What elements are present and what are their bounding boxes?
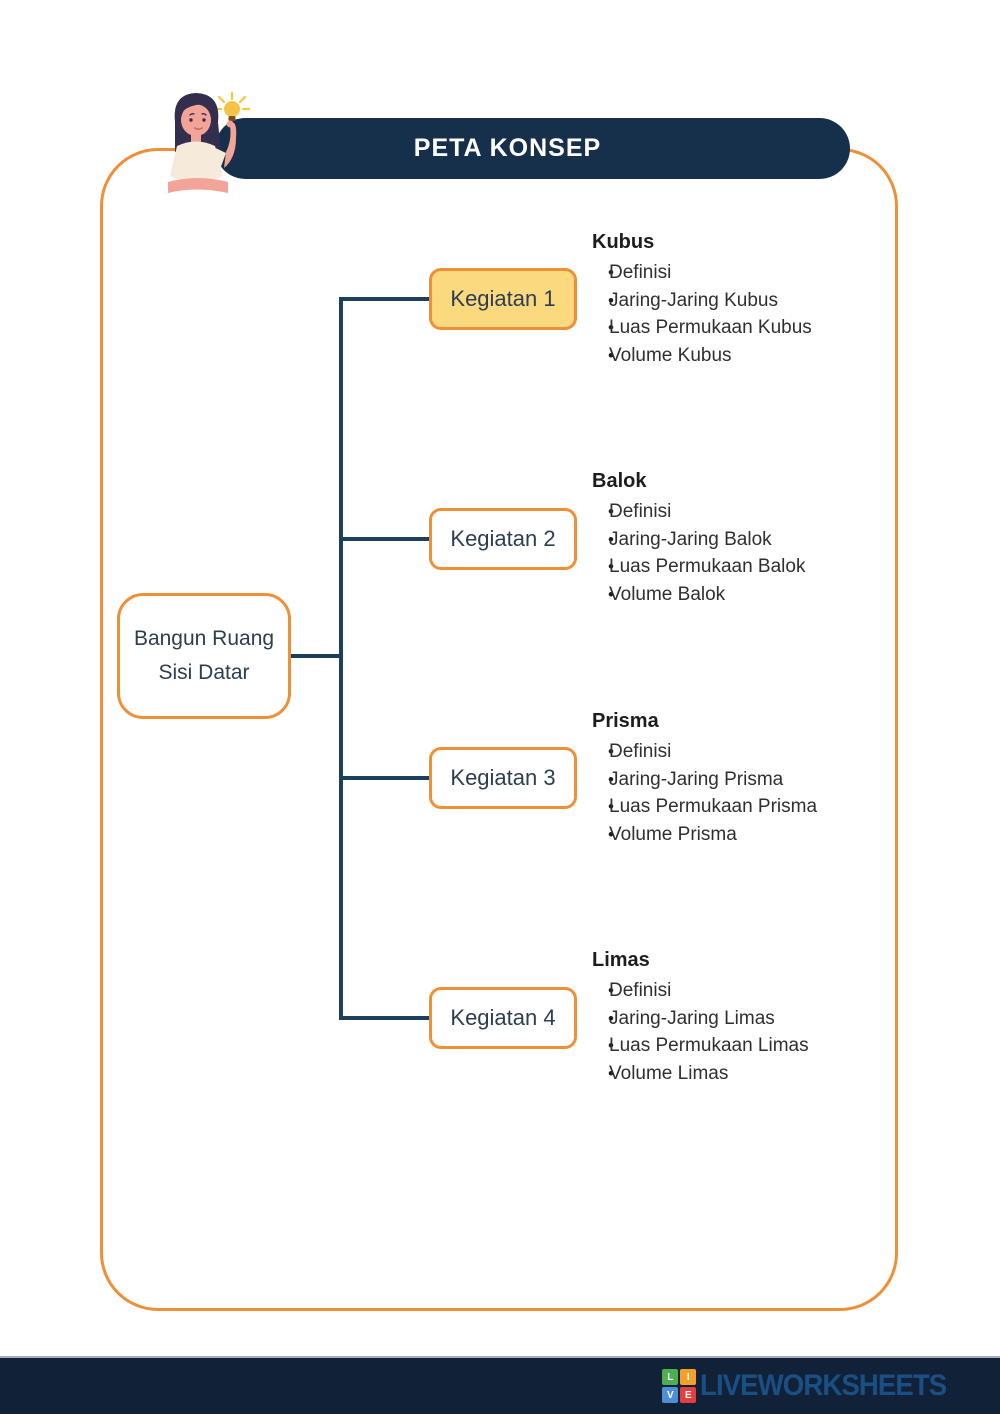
- root-node-bangun-ruang: Bangun Ruang Sisi Datar: [117, 593, 291, 719]
- bullet-icon: •: [608, 742, 614, 761]
- connector-branch-4: [340, 1016, 429, 1020]
- bullet-icon: •: [608, 1036, 614, 1056]
- lightbulb-icon: [213, 91, 250, 121]
- bullet-icon: •: [608, 529, 614, 549]
- concept-map-container: [100, 148, 898, 1311]
- topic-list: •Definisi •Jaring-Jaring Kubus •Luas Per…: [592, 259, 922, 370]
- topic-block-prisma: Prisma •Definisi •Jaring-Jaring Prisma •…: [592, 710, 922, 849]
- bullet-icon: •: [608, 1064, 614, 1084]
- bullet-icon: •: [608, 318, 614, 338]
- topic-block-kubus: Kubus •Definisi •Jaring-Jaring Kubus •Lu…: [592, 231, 922, 370]
- connector-branch-2: [340, 537, 429, 541]
- topic-title: Balok: [592, 470, 647, 492]
- list-item: •Jaring-Jaring Kubus: [592, 287, 922, 315]
- page-title: PETA KONSEP: [413, 134, 602, 162]
- list-item: •Definisi: [592, 738, 922, 766]
- root-node-label-line2: Sisi Datar: [158, 661, 250, 684]
- node-kegiatan-3: Kegiatan 3: [429, 747, 577, 809]
- list-item: •Volume Balok: [592, 581, 922, 609]
- bullet-icon: •: [608, 797, 614, 817]
- topic-block-balok: Balok •Definisi •Jaring-Jaring Balok •Lu…: [592, 470, 922, 609]
- topic-list: •Definisi •Jaring-Jaring Prisma •Luas Pe…: [592, 738, 922, 849]
- node-label: Kegiatan 1: [450, 286, 556, 311]
- list-item: •Jaring-Jaring Prisma: [592, 766, 922, 794]
- list-item: •Luas Permukaan Balok: [592, 553, 922, 581]
- node-kegiatan-2: Kegiatan 2: [429, 508, 577, 570]
- connector-root-link: [289, 654, 343, 658]
- topic-list: •Definisi •Jaring-Jaring Limas •Luas Per…: [592, 977, 922, 1088]
- bullet-icon: •: [608, 502, 614, 521]
- list-item: •Jaring-Jaring Balok: [592, 526, 922, 554]
- connector-trunk: [339, 297, 343, 1020]
- liveworksheets-logo-icon: L I V E: [662, 1369, 697, 1403]
- list-item: •Luas Permukaan Prisma: [592, 793, 922, 821]
- list-item: •Definisi: [592, 498, 922, 526]
- girl-figure: [168, 93, 237, 193]
- topic-title: Prisma: [592, 710, 659, 732]
- list-item: •Jaring-Jaring Limas: [592, 1005, 922, 1033]
- list-item: •Volume Kubus: [592, 342, 922, 370]
- footer-bar: L I V E LIVEWORKSHEETS: [0, 1356, 1000, 1414]
- connector-branch-3: [340, 776, 429, 780]
- bullet-icon: •: [608, 585, 614, 605]
- bullet-icon: •: [608, 769, 614, 789]
- node-kegiatan-4: Kegiatan 4: [429, 987, 577, 1049]
- topic-title: Limas: [592, 949, 650, 971]
- topic-block-limas: Limas •Definisi •Jaring-Jaring Limas •Lu…: [592, 949, 922, 1088]
- bullet-icon: •: [608, 825, 614, 845]
- node-label: Kegiatan 3: [450, 765, 556, 790]
- list-item: •Definisi: [592, 977, 922, 1005]
- node-kegiatan-1: Kegiatan 1: [429, 268, 577, 330]
- bullet-icon: •: [608, 557, 614, 577]
- brand-text: LIVEWORKSHEETS: [700, 1369, 947, 1402]
- liveworksheets-logo: L I V E LIVEWORKSHEETS: [662, 1369, 968, 1403]
- node-label: Kegiatan 2: [450, 526, 556, 551]
- topic-list: •Definisi •Jaring-Jaring Balok •Luas Per…: [592, 498, 922, 609]
- topic-title: Kubus: [592, 231, 655, 253]
- list-item: •Luas Permukaan Kubus: [592, 314, 922, 342]
- bullet-icon: •: [608, 346, 614, 366]
- connector-branch-1: [340, 297, 429, 301]
- header-bar: PETA KONSEP: [215, 118, 850, 179]
- bullet-icon: •: [608, 263, 614, 282]
- list-item: •Luas Permukaan Limas: [592, 1032, 922, 1060]
- bullet-icon: •: [608, 981, 614, 1000]
- girl-pointing-illustration: [168, 91, 250, 193]
- list-item: •Volume Limas: [592, 1060, 922, 1088]
- bullet-icon: •: [608, 1008, 614, 1028]
- bullet-icon: •: [608, 290, 614, 310]
- root-node-label-line1: Bangun Ruang: [133, 627, 275, 650]
- list-item: •Volume Prisma: [592, 821, 922, 849]
- node-label: Kegiatan 4: [450, 1005, 556, 1030]
- list-item: •Definisi: [592, 259, 922, 287]
